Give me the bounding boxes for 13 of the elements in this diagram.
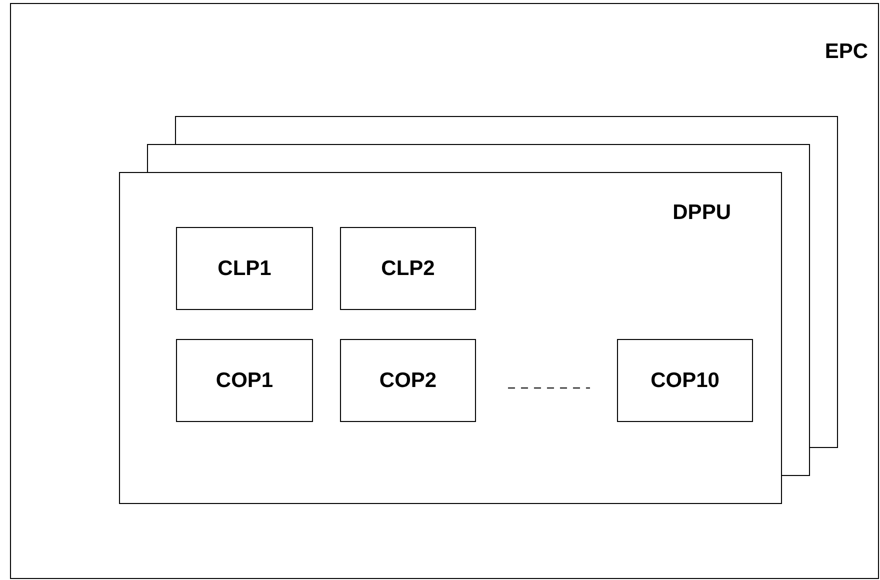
component-label: CLP1	[218, 256, 272, 280]
component-box	[340, 227, 476, 310]
component-label: COP1	[216, 368, 274, 392]
component-label: CLP2	[381, 256, 435, 280]
component-box	[340, 339, 476, 422]
component-box	[176, 227, 313, 310]
container-title: EPC	[824, 40, 868, 64]
component-label: COP2	[379, 368, 437, 392]
container-title: DPPU	[672, 201, 731, 225]
component-label: COP10	[650, 368, 720, 392]
component-box	[176, 339, 313, 422]
container-box	[10, 3, 879, 579]
component-box	[617, 339, 753, 422]
